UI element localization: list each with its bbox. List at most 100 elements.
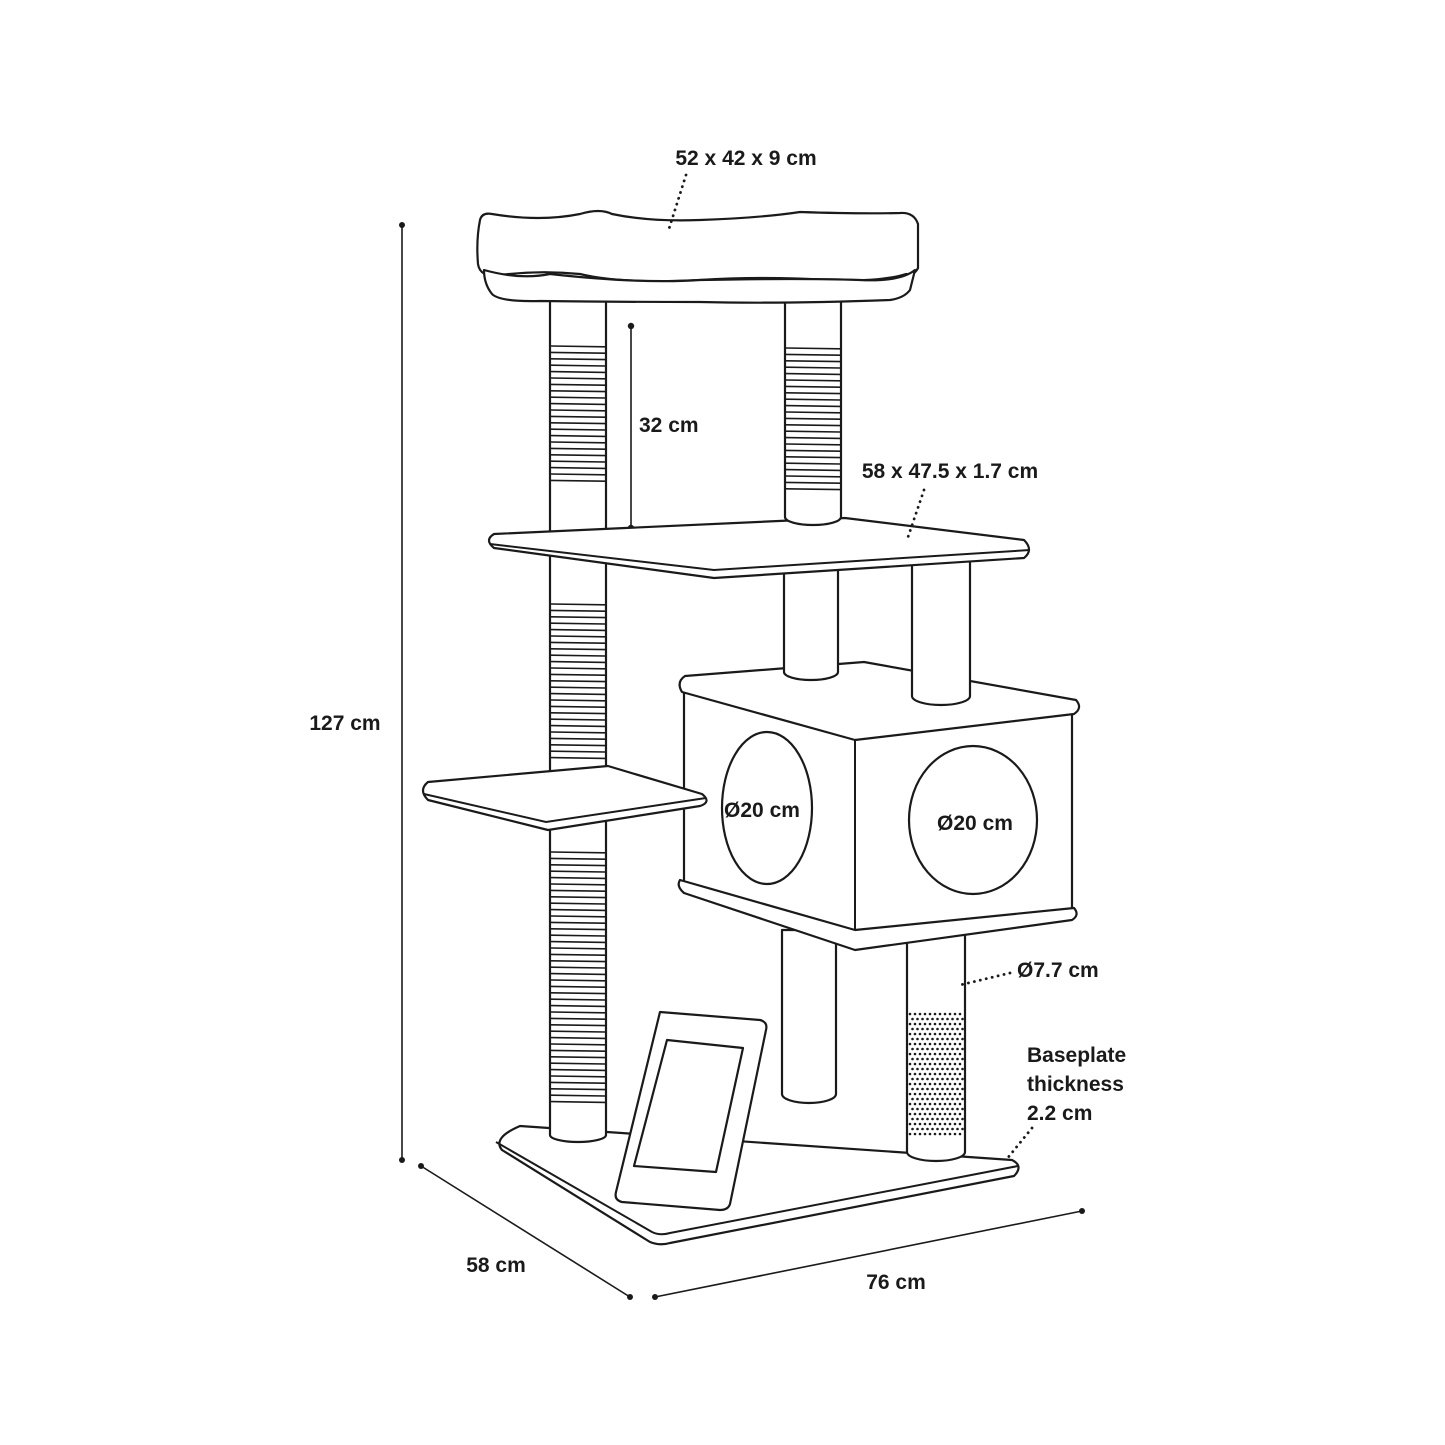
sisal-rope-line [550,434,606,438]
sisal-rope-line [785,385,841,388]
sisal-texture-dot [921,1087,924,1091]
sisal-texture-dot [913,1132,917,1136]
sisal-texture-dot [923,1112,927,1116]
sisal-texture-dot [916,1067,919,1071]
sisal-rope-line [550,428,606,431]
sisal-texture-dot [958,1012,962,1016]
sisal-texture-dot [951,1027,954,1031]
sisal-texture-dot [933,1072,937,1076]
sisal-texture-dot [936,1097,939,1101]
sisal-rope-line [550,460,606,463]
sisal-texture-dot [928,1092,932,1096]
sisal-texture-dot [958,1022,962,1026]
sisal-rope-line [550,447,606,450]
top-bed-size-label: 52 x 42 x 9 cm [675,147,816,170]
sisal-rope-line [550,377,606,380]
sisal-rope-line [550,985,606,988]
sisal-rope-line [550,998,606,1001]
sisal-texture-dot [948,1082,952,1086]
sisal-rope-line [785,475,841,478]
sisal-texture-dot [926,1127,929,1131]
sisal-texture-dot [948,1012,952,1016]
sisal-texture-dot [958,1062,962,1066]
post-diameter-leader [958,971,1012,987]
sisal-texture-dot [908,1052,912,1056]
sisal-texture-dot [941,1017,944,1021]
sisal-texture-dot [948,1032,952,1036]
sisal-texture-dot [941,1067,944,1071]
sisal-texture-dot [956,1017,959,1021]
sisal-texture-dot [951,1067,954,1071]
sisal-texture-dot [926,1037,929,1041]
sisal-texture-dot [951,1117,954,1121]
sisal-texture-dot [946,1037,949,1041]
sisal-texture-dot [931,1117,934,1121]
sisal-rope-line [785,462,841,465]
sisal-texture-dot [911,1127,914,1131]
sisal-rope-line [550,473,606,476]
sisal-texture-dot [923,1042,927,1046]
sisal-texture-dot [908,1102,912,1106]
sisal-texture-dot [941,1117,944,1121]
sisal-rope-line [550,902,606,905]
sisal-texture-dot [953,1122,957,1126]
sisal-rope-line [550,479,606,482]
sisal-texture-dot [911,1037,914,1041]
sisal-rope-line [550,915,606,918]
sisal-rope-line [550,616,606,619]
sisal-rope-line [550,724,606,728]
sisal-texture-dot [943,1042,947,1046]
sisal-texture-dot [933,1012,937,1016]
top-bed [476,209,920,304]
sisal-texture-dot [926,1117,929,1121]
top-post-right [783,296,843,527]
sisal-rope-line [550,744,606,747]
sisal-rope-line [550,851,606,854]
sisal-texture-dot [908,1072,912,1076]
sisal-texture-dot [958,1102,962,1106]
sisal-texture-dot [956,1127,959,1131]
sisal-rope-line [550,641,606,644]
sisal-texture-dot [951,1037,954,1041]
sisal-texture-dot [916,1057,919,1061]
sisal-rope-line [550,979,606,982]
sisal-texture-dot [918,1022,922,1026]
sisal-texture-dot [921,1097,924,1101]
middle-platform [487,516,1031,580]
sisal-texture-dot [938,1052,942,1056]
sisal-texture-dot [916,1107,919,1111]
sisal-texture-dot [928,1072,932,1076]
sisal-rope-line [550,896,606,899]
sisal-texture-dot [943,1072,947,1076]
sisal-texture-dot [926,1107,929,1111]
sisal-texture-dot [961,1017,964,1021]
sisal-texture-dot [926,1057,929,1061]
sisal-texture-dot [933,1062,937,1066]
sisal-texture-dot [948,1092,952,1096]
sisal-rope-line [550,609,606,612]
sisal-texture-dot [916,1027,919,1031]
sisal-rope-line [550,1004,606,1008]
sisal-rope-line [550,1030,606,1033]
sisal-texture-dot [943,1132,947,1136]
sisal-texture-dot [923,1122,927,1126]
sisal-texture-dot [908,1012,912,1016]
sisal-rope-line [550,1056,606,1059]
sisal-rope-line [550,1043,606,1046]
sisal-texture-dot [951,1097,954,1101]
sisal-texture-dot [918,1032,922,1036]
sisal-texture-dot [933,1092,937,1096]
sisal-texture-dot [926,1087,929,1091]
sisal-texture-dot [916,1037,919,1041]
sisal-texture-dot [961,1077,964,1081]
cube-support-post-right [905,928,967,1163]
sisal-rope-line [785,411,841,414]
total-height-label: 127 cm [309,712,380,735]
sisal-texture-dot [926,1077,929,1081]
sisal-texture-dot [936,1087,939,1091]
sisal-texture-dot [921,1127,924,1131]
sisal-texture-dot [946,1107,949,1111]
sisal-texture-dot [956,1037,959,1041]
sisal-rope-line [550,857,606,860]
